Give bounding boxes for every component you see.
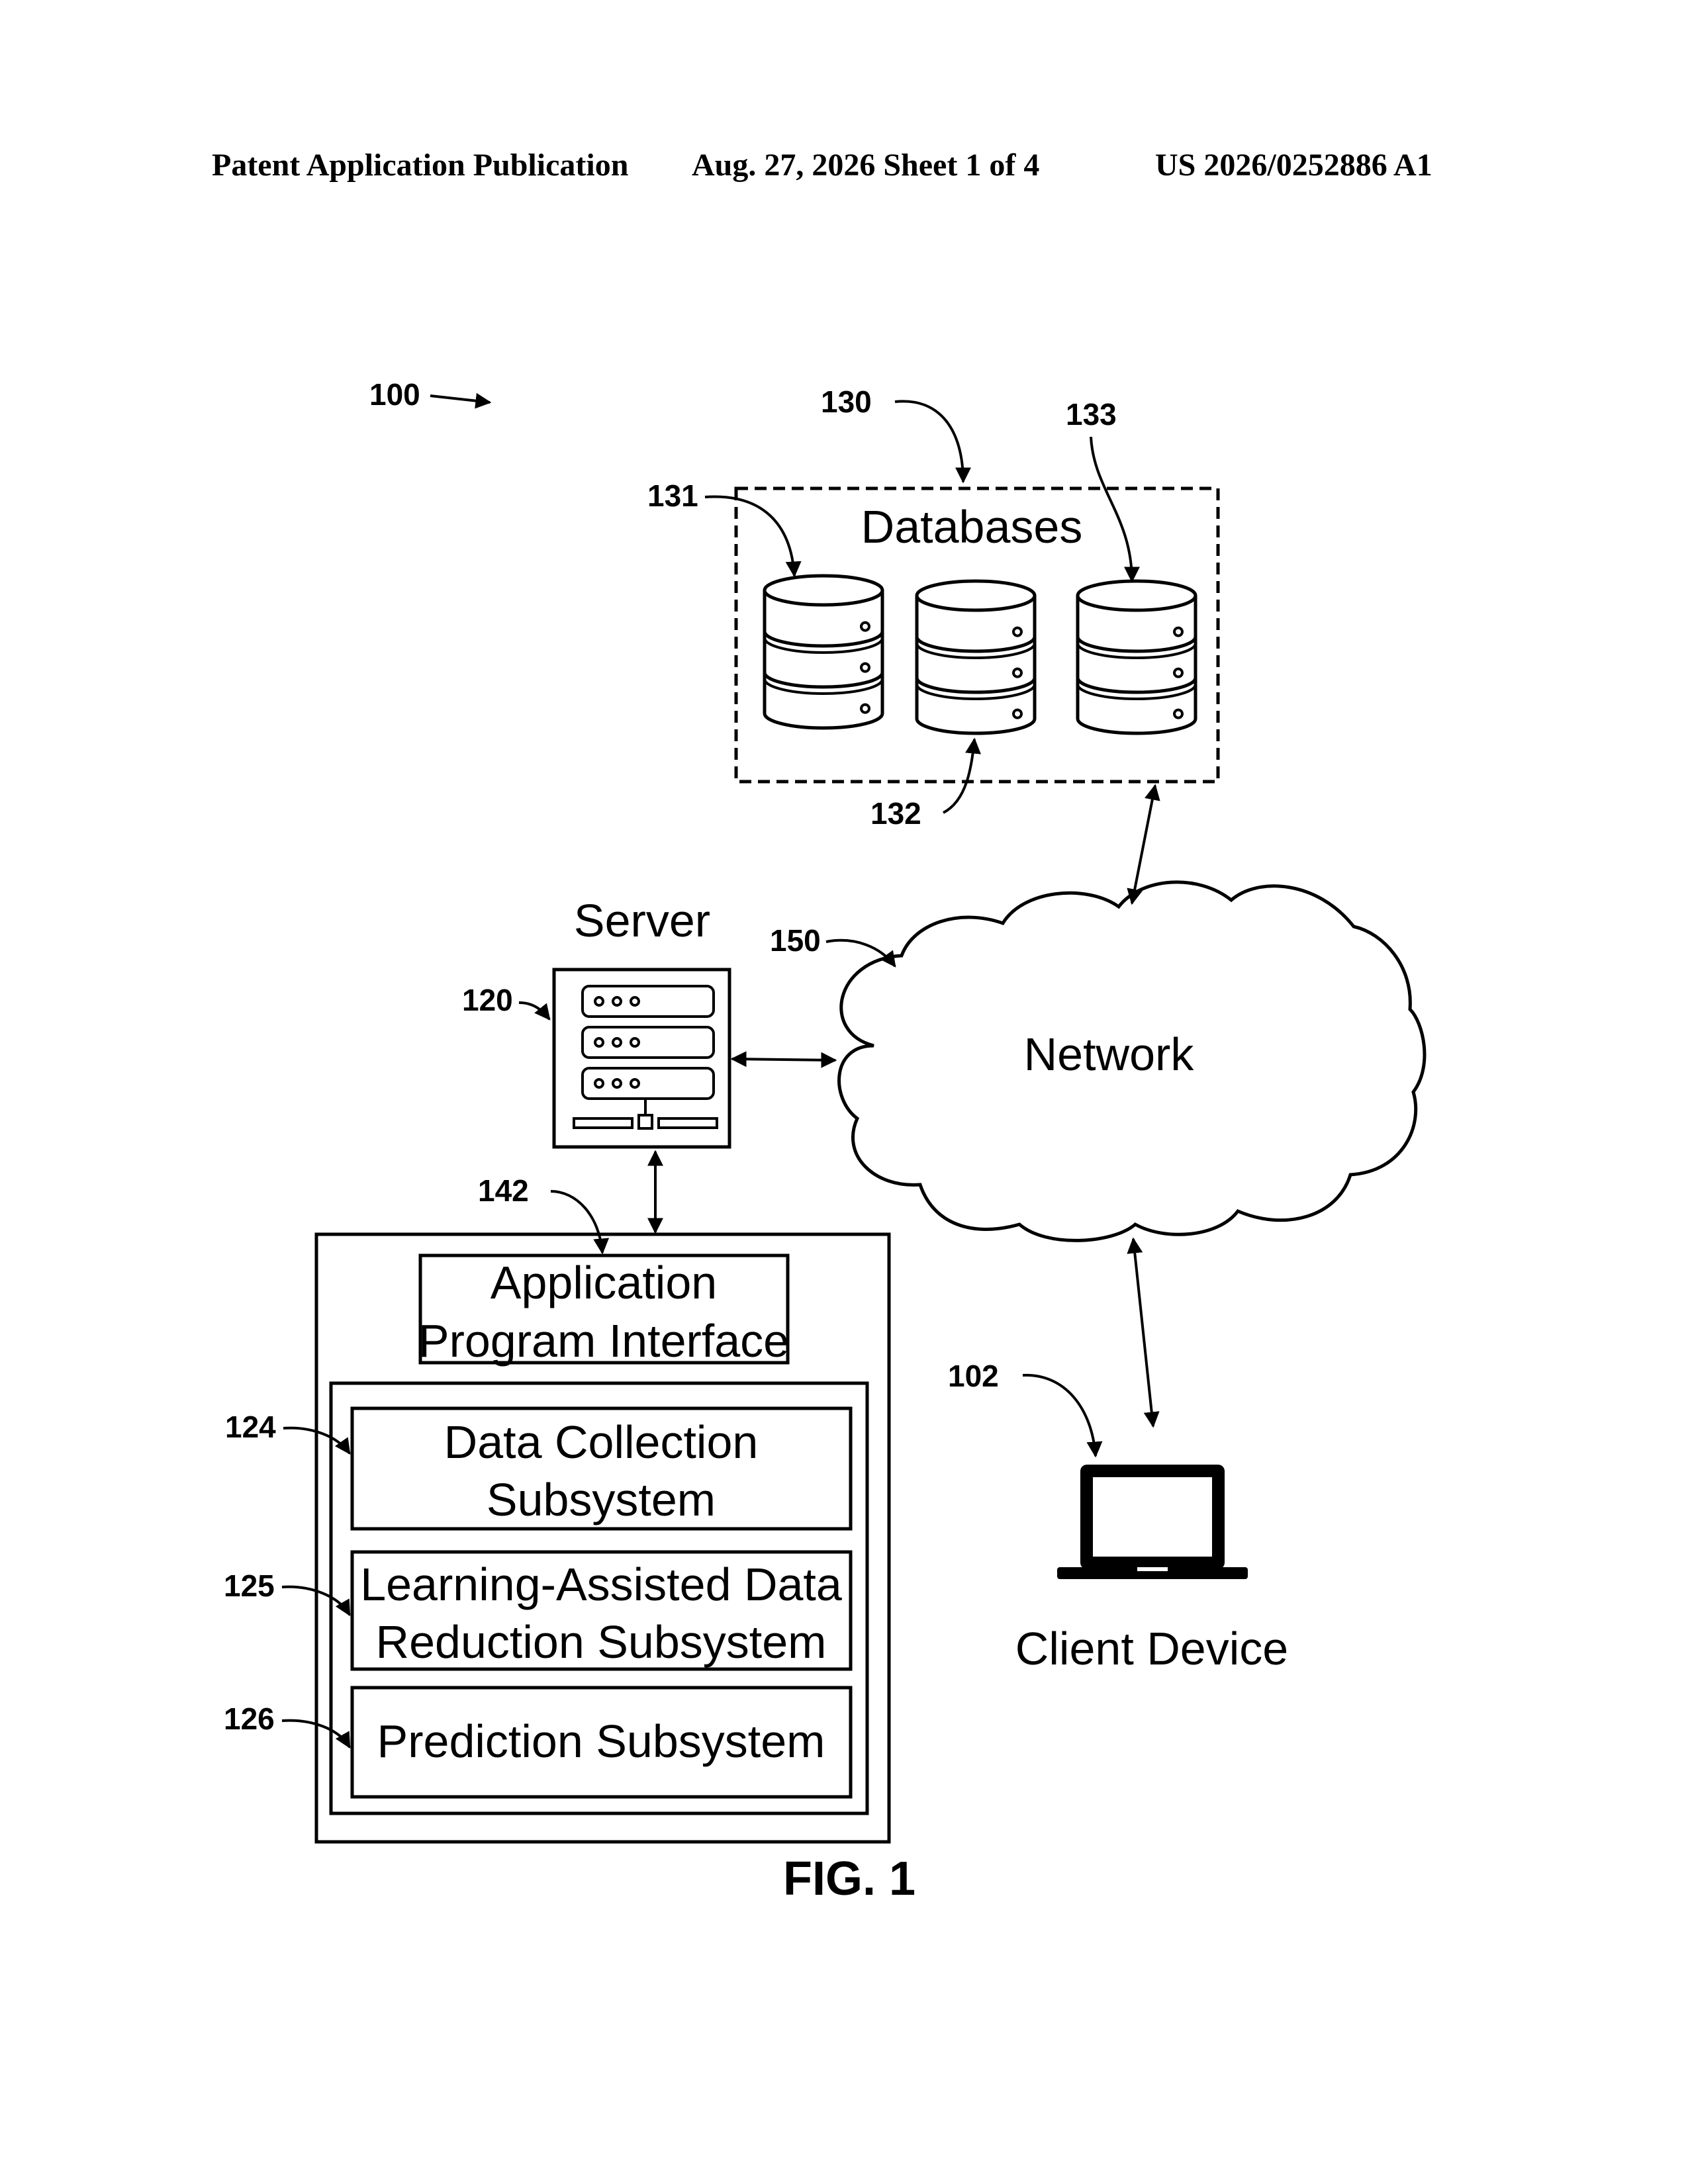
page-header: Patent Application Publication Aug. 27, … bbox=[212, 148, 1432, 183]
databases-group: Databases 130 131 132 133 bbox=[647, 385, 1218, 831]
ref-132-arrow bbox=[943, 739, 974, 813]
ref-132: 132 bbox=[870, 796, 921, 831]
ref-125: 125 bbox=[224, 1569, 275, 1603]
learning-assisted-label-line1: Learning-Assisted Data bbox=[360, 1559, 842, 1610]
database-icon-3 bbox=[1078, 581, 1196, 733]
databases-title: Databases bbox=[861, 501, 1083, 553]
ref-142: 142 bbox=[478, 1173, 529, 1208]
client-device-title: Client Device bbox=[1015, 1623, 1288, 1674]
client-group: 102 Client Device bbox=[948, 1359, 1288, 1674]
network-title: Network bbox=[1024, 1028, 1195, 1080]
data-collection-label-line2: Subsystem bbox=[487, 1474, 716, 1525]
publication-date-sheet: Aug. 27, 2026 Sheet 1 of 4 bbox=[692, 148, 1039, 183]
figure-caption: FIG. 1 bbox=[783, 1852, 915, 1905]
ref-130-arrow bbox=[895, 401, 963, 482]
api-label-line2: Program Interface bbox=[418, 1315, 789, 1367]
laptop-icon bbox=[1057, 1465, 1248, 1579]
api-label-line1: Application bbox=[491, 1257, 717, 1308]
ref-131-arrow bbox=[705, 496, 794, 576]
ref-100-arrow bbox=[430, 396, 490, 402]
ref-102: 102 bbox=[948, 1359, 999, 1393]
ref-100: 100 bbox=[369, 377, 420, 412]
learning-assisted-label-line2: Reduction Subsystem bbox=[376, 1616, 827, 1668]
prediction-label: Prediction Subsystem bbox=[377, 1715, 825, 1767]
ref-133: 133 bbox=[1066, 397, 1117, 432]
server-icon bbox=[554, 970, 729, 1147]
ref-126: 126 bbox=[224, 1702, 275, 1736]
server-network-link bbox=[732, 1059, 835, 1060]
ref-120: 120 bbox=[462, 983, 513, 1017]
ref-120-arrow bbox=[519, 1003, 549, 1019]
ref-133-arrow bbox=[1091, 437, 1132, 581]
server-title: Server bbox=[574, 895, 710, 946]
database-icon-2 bbox=[917, 581, 1035, 733]
data-collection-label-line1: Data Collection bbox=[444, 1416, 759, 1468]
publication-number: US 2026/0252886 A1 bbox=[1155, 148, 1432, 183]
database-icon-1 bbox=[765, 576, 882, 728]
platform-group: Application Program Interface 142 Data C… bbox=[224, 1173, 889, 1842]
ref-124: 124 bbox=[225, 1410, 276, 1444]
network-client-link bbox=[1133, 1239, 1153, 1426]
publication-type: Patent Application Publication bbox=[212, 148, 628, 183]
network-group: Network 150 bbox=[770, 882, 1425, 1241]
system-ref: 100 bbox=[369, 377, 490, 412]
ref-150-arrow bbox=[826, 940, 895, 966]
ref-131: 131 bbox=[647, 478, 698, 513]
ref-150: 150 bbox=[770, 923, 821, 958]
ref-102-arrow bbox=[1023, 1375, 1096, 1456]
server-group: Server 120 bbox=[462, 895, 729, 1147]
ref-130: 130 bbox=[821, 385, 872, 419]
